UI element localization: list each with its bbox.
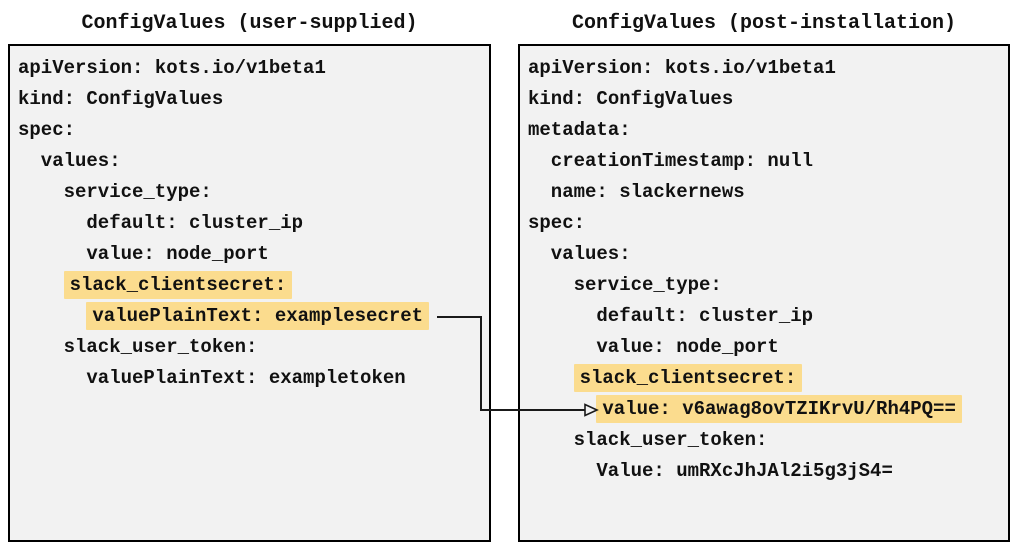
highlighted-yaml-text: value: v6awag8ovTZIKrvU/Rh4PQ== [596, 395, 962, 423]
yaml-text: slack_user_token: [573, 429, 768, 451]
yaml-line: slack_clientsecret: [18, 270, 489, 301]
yaml-text: creationTimestamp: null [550, 150, 814, 172]
yaml-text: service_type: [63, 181, 212, 203]
yaml-line: creationTimestamp: null [528, 146, 1008, 177]
yaml-line: spec: [18, 115, 489, 146]
highlighted-yaml-text: valuePlainText: examplesecret [86, 302, 430, 330]
right-panel-title: ConfigValues (post-installation) [571, 12, 957, 35]
yaml-code-block: apiVersion: kots.io/v1beta1 kind: ConfigV… [520, 46, 1008, 487]
yaml-text: valuePlainText: exampletoken [86, 367, 406, 389]
yaml-line: Value: umRXcJhJAl2i5g3jS4= [528, 456, 1008, 487]
yaml-text: name: slackernews [550, 181, 745, 203]
yaml-text: kind: ConfigValues [528, 88, 734, 110]
yaml-text: spec: [18, 119, 76, 141]
yaml-text: kind: ConfigValues [18, 88, 224, 110]
user-supplied-config-panel: apiVersion: kots.io/v1beta1 kind: ConfigV… [8, 44, 491, 542]
yaml-line: values: [528, 239, 1008, 270]
yaml-line: default: cluster_ip [18, 208, 489, 239]
yaml-code-block: apiVersion: kots.io/v1beta1 kind: ConfigV… [10, 46, 489, 394]
yaml-text: apiVersion: kots.io/v1beta1 [528, 57, 836, 79]
yaml-line: apiVersion: kots.io/v1beta1 [528, 53, 1008, 84]
yaml-line: valuePlainText: examplesecret [18, 301, 489, 332]
yaml-text: service_type: [573, 274, 722, 296]
yaml-text: spec: [528, 212, 586, 234]
yaml-line: spec: [528, 208, 1008, 239]
yaml-line: kind: ConfigValues [18, 84, 489, 115]
highlighted-yaml-text: slack_clientsecret: [63, 271, 293, 299]
yaml-line: slack_user_token: [18, 332, 489, 363]
yaml-text: value: node_port [86, 243, 269, 265]
yaml-line: name: slackernews [528, 177, 1008, 208]
yaml-line: value: node_port [18, 239, 489, 270]
yaml-line: value: node_port [528, 332, 1008, 363]
yaml-text: default: cluster_ip [596, 305, 814, 327]
yaml-line: value: v6awag8ovTZIKrvU/Rh4PQ== [528, 394, 1008, 425]
yaml-text: default: cluster_ip [86, 212, 304, 234]
yaml-text: Value: umRXcJhJAl2i5g3jS4= [596, 460, 893, 482]
yaml-line: apiVersion: kots.io/v1beta1 [18, 53, 489, 84]
yaml-text: values: [40, 150, 121, 172]
left-panel-title: ConfigValues (user-supplied) [81, 12, 418, 35]
yaml-line: values: [18, 146, 489, 177]
highlighted-yaml-text: slack_clientsecret: [573, 364, 803, 392]
yaml-line: kind: ConfigValues [528, 84, 1008, 115]
post-installation-config-panel: apiVersion: kots.io/v1beta1 kind: ConfigV… [518, 44, 1010, 542]
yaml-line: valuePlainText: exampletoken [18, 363, 489, 394]
yaml-text: apiVersion: kots.io/v1beta1 [18, 57, 326, 79]
yaml-line: slack_clientsecret: [528, 363, 1008, 394]
yaml-line: default: cluster_ip [528, 301, 1008, 332]
yaml-line: service_type: [18, 177, 489, 208]
yaml-line: service_type: [528, 270, 1008, 301]
yaml-text: values: [550, 243, 631, 265]
yaml-line: metadata: [528, 115, 1008, 146]
yaml-text: slack_user_token: [63, 336, 258, 358]
yaml-text: metadata: [528, 119, 631, 141]
yaml-line: slack_user_token: [528, 425, 1008, 456]
yaml-text: value: node_port [596, 336, 779, 358]
